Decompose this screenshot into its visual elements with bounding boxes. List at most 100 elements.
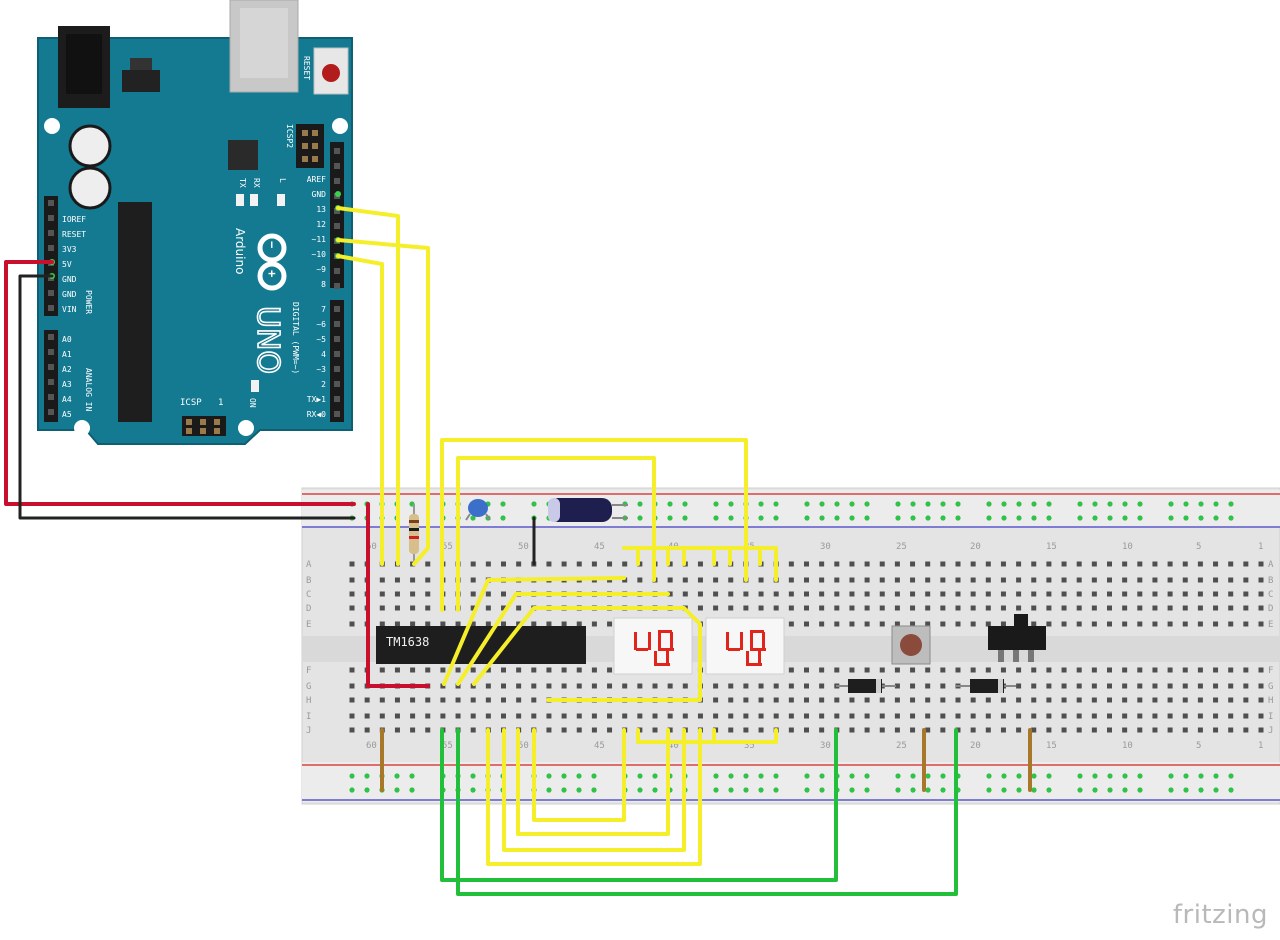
breadboard-hole xyxy=(940,591,946,597)
breadboard-hole xyxy=(849,561,855,567)
breadboard-hole xyxy=(440,713,446,719)
breadboard-hole xyxy=(1182,697,1188,703)
breadboard-hole xyxy=(1243,591,1249,597)
breadboard-hole xyxy=(743,591,749,597)
icsp2-header xyxy=(296,124,324,168)
rail-hole xyxy=(925,515,931,521)
rail-hole xyxy=(713,773,719,779)
breadboard-hole xyxy=(682,591,688,597)
header-pin xyxy=(48,245,54,251)
pushbutton[interactable] xyxy=(891,625,931,665)
breadboard-hole xyxy=(879,727,885,733)
breadboard-hole xyxy=(1016,561,1022,567)
icsp2-pin xyxy=(302,156,308,162)
analog-pin-label: A2 xyxy=(62,365,72,374)
breadboard-hole xyxy=(379,713,385,719)
breadboard-hole xyxy=(1243,605,1249,611)
breadboard-hole xyxy=(591,561,597,567)
icsp2-pin xyxy=(302,143,308,149)
digital-header-top xyxy=(330,142,344,288)
breadboard-hole xyxy=(743,697,749,703)
breadboard-hole xyxy=(1061,683,1067,689)
breadboard-hole xyxy=(1016,591,1022,597)
header-pin xyxy=(334,351,340,357)
breadboard-hole xyxy=(697,561,703,567)
breadboard-hole xyxy=(637,577,643,583)
breadboard-hole xyxy=(1122,727,1128,733)
rail-hole xyxy=(758,773,764,779)
breadboard-hole xyxy=(1228,667,1234,673)
rail-hole xyxy=(1168,501,1174,507)
breadboard-hole xyxy=(1091,621,1097,627)
breadboard-hole xyxy=(713,605,719,611)
breadboard-hole xyxy=(470,561,476,567)
breadboard-hole xyxy=(652,683,658,689)
breadboard-hole xyxy=(652,713,658,719)
tx-led xyxy=(236,194,244,206)
rail-hole xyxy=(819,787,825,793)
breadboard-hole xyxy=(1258,561,1264,567)
analog-pin-label: A0 xyxy=(62,335,72,344)
breadboard-hole xyxy=(470,605,476,611)
breadboard-hole xyxy=(394,697,400,703)
breadboard-hole xyxy=(1091,561,1097,567)
icsp-pin xyxy=(200,428,206,434)
column-number: 15 xyxy=(1046,542,1057,552)
breadboard-hole xyxy=(788,577,794,583)
rail-hole xyxy=(1107,773,1113,779)
breadboard-hole xyxy=(364,697,370,703)
breadboard-hole xyxy=(591,667,597,673)
breadboard-hole xyxy=(819,667,825,673)
breadboard-hole xyxy=(470,683,476,689)
breadboard-hole xyxy=(1031,621,1037,627)
uno-model-text: UNO xyxy=(250,306,285,374)
row-letter: A xyxy=(306,560,312,570)
breadboard-hole xyxy=(501,591,506,597)
breadboard-hole xyxy=(864,727,870,733)
breadboard-hole xyxy=(1031,683,1037,689)
breadboard-hole xyxy=(955,591,961,597)
rail-hole xyxy=(1107,787,1113,793)
column-number: 5 xyxy=(1196,542,1201,552)
segment xyxy=(750,630,764,633)
breadboard-hole xyxy=(349,683,355,689)
slide-switch[interactable] xyxy=(988,614,1046,662)
header-pin xyxy=(48,364,54,370)
breadboard-hole xyxy=(697,591,703,597)
breadboard-hole xyxy=(1182,591,1188,597)
breadboard-hole xyxy=(1182,577,1188,583)
breadboard-hole xyxy=(713,713,719,719)
breadboard-hole xyxy=(379,577,385,583)
breadboard-hole xyxy=(925,727,931,733)
rail-hole xyxy=(652,773,658,779)
rail-hole xyxy=(546,787,552,793)
breadboard-hole xyxy=(758,591,764,597)
breadboard-hole xyxy=(1122,577,1128,583)
row-letter: F xyxy=(1268,666,1273,676)
breadboard-hole xyxy=(1107,727,1112,733)
breadboard-hole xyxy=(1258,683,1264,689)
header-pin xyxy=(334,306,340,312)
row-letter: D xyxy=(1268,604,1273,614)
breadboard-hole xyxy=(910,727,916,733)
digital-pin-label: 12 xyxy=(316,220,326,229)
mount-hole xyxy=(238,420,254,436)
breadboard-hole xyxy=(410,667,416,673)
rail-hole xyxy=(1031,515,1037,521)
breadboard-hole xyxy=(1046,561,1052,567)
breadboard-hole xyxy=(1197,683,1203,689)
breadboard-hole xyxy=(1213,591,1219,597)
segment xyxy=(750,632,753,650)
diode-1 xyxy=(836,679,896,693)
breadboard-hole xyxy=(894,727,900,733)
breadboard-hole xyxy=(455,697,461,703)
breadboard-hole xyxy=(834,605,840,611)
segment xyxy=(634,632,637,650)
breadboard-hole xyxy=(410,727,416,733)
icsp-pin xyxy=(200,419,206,425)
rail-hole xyxy=(409,773,415,779)
rail-hole xyxy=(470,787,476,793)
breadboard-hole xyxy=(864,697,870,703)
capacitor-1 xyxy=(68,124,112,168)
breadboard-hole xyxy=(561,561,567,567)
